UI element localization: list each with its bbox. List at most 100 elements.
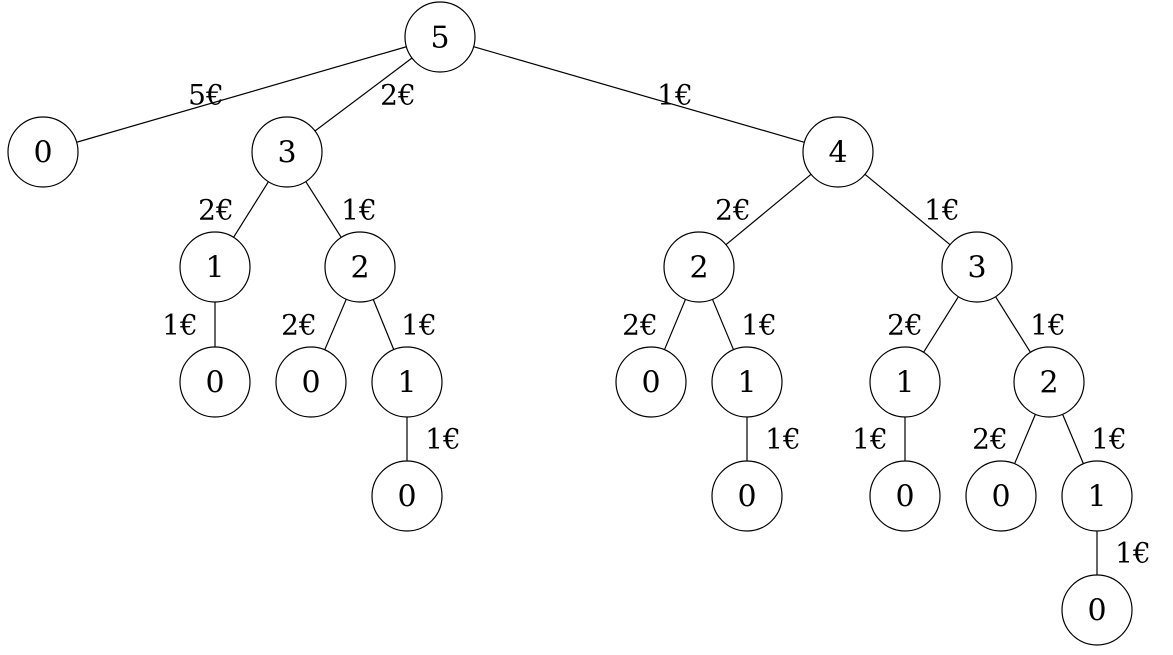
node-value: 3 (277, 136, 296, 171)
tree-node: 1 (869, 346, 941, 418)
edge-line (864, 173, 951, 246)
edge-line (324, 298, 347, 351)
edge-label: 2€ (715, 194, 751, 227)
node-circle (179, 346, 251, 418)
tree-node: 1 (371, 346, 443, 418)
node-value: 0 (737, 480, 756, 515)
edges-layer: 5€ 2€ 1€ 2€ 1€ 1€ 2€ 1€ 1€ 2€ 1€ 2€ 1€ 1€ 2€ 1€ 1€ 2€ 1€ 1€ (76, 46, 1151, 575)
node-value: 0 (991, 480, 1010, 515)
tree-edge: 1€ (162, 302, 216, 347)
tree-node: 0 (371, 460, 443, 532)
tree-edge: 1€ (995, 296, 1066, 353)
node-value: 1 (1087, 480, 1106, 515)
node-value: 1 (205, 251, 224, 286)
node-circle (1061, 574, 1133, 646)
tree-node: 5 (404, 1, 476, 73)
tree-edge: 2€ (622, 299, 687, 350)
tree-edge: 1€ (406, 417, 461, 461)
node-value: 0 (641, 366, 660, 401)
node-value: 1 (895, 366, 914, 401)
node-circle (802, 116, 874, 188)
tree-edge: 5€ (76, 46, 407, 143)
edge-line (995, 296, 1031, 353)
tree-edge: 1€ (864, 173, 960, 246)
tree-edge: 2€ (887, 296, 959, 353)
tree-edge: 1€ (473, 46, 805, 143)
edge-label: 1€ (1091, 423, 1127, 456)
edge-label: 1€ (425, 423, 461, 456)
edge-label: 1€ (765, 423, 801, 456)
tree-edge: 2€ (281, 298, 347, 351)
tree-edge: 1€ (711, 299, 777, 350)
node-value: 0 (397, 480, 416, 515)
node-circle (371, 346, 443, 418)
tree-node: 0 (711, 460, 783, 532)
edge-label: 2€ (887, 309, 923, 342)
tree-edge: 1€ (1096, 531, 1151, 575)
node-value: 4 (828, 136, 847, 171)
tree-edge: 1€ (852, 417, 906, 461)
node-circle (251, 116, 323, 188)
node-value: 2 (689, 251, 708, 286)
edge-label: 1€ (924, 194, 960, 227)
tree-edge: 1€ (305, 181, 377, 238)
tree-node: 0 (615, 346, 687, 418)
tree-edge: 1€ (746, 417, 801, 461)
node-circle (7, 116, 79, 188)
tree-node: 0 (965, 460, 1037, 532)
tree-edge: 1€ (372, 299, 437, 350)
edge-line (725, 173, 812, 246)
edge-label: 1€ (401, 309, 437, 342)
edge-line (305, 181, 342, 238)
tree-node: 0 (7, 116, 79, 188)
edge-label: 2€ (281, 309, 317, 342)
node-value: 2 (1039, 366, 1058, 401)
edge-line (1062, 414, 1084, 464)
edge-label: 1€ (852, 423, 888, 456)
node-circle (663, 231, 735, 303)
tree-node: 2 (663, 231, 735, 303)
edge-label: 2€ (380, 79, 416, 112)
tree-node: 3 (251, 116, 323, 188)
node-circle (324, 231, 396, 303)
node-value: 1 (397, 366, 416, 401)
node-value: 0 (33, 136, 52, 171)
edge-line (473, 46, 805, 143)
edge-line (372, 299, 395, 350)
node-circle (869, 346, 941, 418)
tree-node: 1 (179, 231, 251, 303)
edge-line (76, 46, 407, 143)
node-circle (941, 231, 1013, 303)
node-circle (179, 231, 251, 303)
tree-edge: 1€ (1062, 414, 1127, 464)
node-value: 0 (301, 366, 320, 401)
node-circle (711, 346, 783, 418)
edge-label: 5€ (188, 79, 224, 112)
tree-edge: 2€ (972, 414, 1036, 464)
node-value: 3 (967, 251, 986, 286)
node-value: 2 (350, 251, 369, 286)
node-circle (275, 346, 347, 418)
tree-node: 0 (275, 346, 347, 418)
edge-line (711, 299, 735, 350)
tree-edge: 2€ (314, 57, 416, 132)
edge-label: 1€ (741, 309, 777, 342)
tree-node: 3 (941, 231, 1013, 303)
node-value: 0 (895, 480, 914, 515)
node-circle (371, 460, 443, 532)
tree-node: 2 (324, 231, 396, 303)
node-circle (1013, 346, 1085, 418)
edge-label: 1€ (1030, 309, 1066, 342)
tree-node: 2 (1013, 346, 1085, 418)
edge-label: 2€ (198, 194, 234, 227)
edge-label: 1€ (657, 79, 693, 112)
edge-label: 2€ (972, 423, 1008, 456)
node-value: 5 (430, 21, 449, 56)
tree-node: 0 (179, 346, 251, 418)
edge-line (1014, 414, 1036, 464)
node-value: 1 (737, 366, 756, 401)
tree-node: 1 (1061, 460, 1133, 532)
edge-label: 1€ (1115, 537, 1151, 570)
